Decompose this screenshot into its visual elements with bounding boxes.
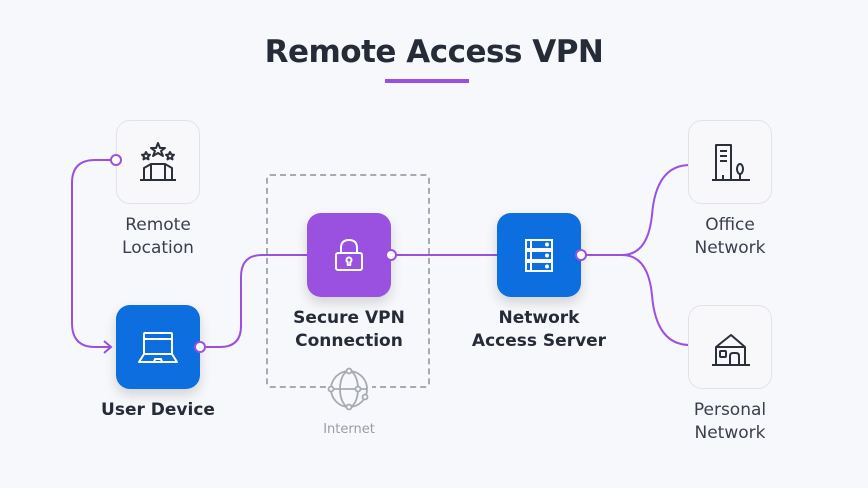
label-line: Personal (693, 400, 767, 420)
label-line: Secure VPN (293, 308, 405, 328)
label-line: Location (122, 238, 194, 258)
page-title: Remote Access VPN (264, 34, 604, 70)
link-remote-to-user (71, 159, 116, 348)
label-line: Access Server (471, 331, 607, 351)
label-line: Network (694, 238, 766, 258)
podium-stars-icon (140, 142, 176, 181)
label-line: Office (705, 215, 755, 235)
remote-location-port (110, 154, 122, 166)
label-line: Network (498, 308, 580, 328)
remote-location-node[interactable] (116, 120, 200, 204)
link-user-to-vpn (200, 254, 307, 348)
office-building-icon (712, 144, 750, 181)
globe-icon (327, 367, 369, 411)
personal-network-label: Personal Network (650, 399, 810, 445)
label-line: Network (694, 423, 766, 443)
secure-vpn-label: Secure VPN Connection (269, 307, 429, 353)
internet-label: Internet (323, 422, 375, 437)
user-device-port (194, 341, 206, 353)
remote-location-label: Remote Location (78, 214, 238, 260)
internet-icon-wrap (326, 366, 372, 412)
link-server-to-office (581, 164, 691, 256)
label-line: Remote (125, 215, 191, 235)
network-access-server-label: Network Access Server (459, 307, 619, 353)
label-line: Connection (295, 331, 403, 351)
link-server-to-personal (621, 254, 691, 346)
arrow-head (103, 340, 113, 354)
user-device-label: User Device (101, 400, 215, 420)
user-device-node[interactable] (116, 305, 200, 389)
laptop-icon (138, 332, 178, 363)
lock-icon (335, 239, 363, 271)
server-icon (525, 239, 553, 272)
title-underline (385, 79, 469, 83)
house-icon (712, 334, 750, 366)
personal-network-node[interactable] (688, 305, 772, 389)
secure-vpn-node[interactable] (307, 213, 391, 297)
network-access-server-port (575, 249, 587, 261)
network-access-server-node[interactable] (497, 213, 581, 297)
office-network-node[interactable] (688, 120, 772, 204)
secure-vpn-port (385, 249, 397, 261)
office-network-label: Office Network (650, 214, 810, 260)
